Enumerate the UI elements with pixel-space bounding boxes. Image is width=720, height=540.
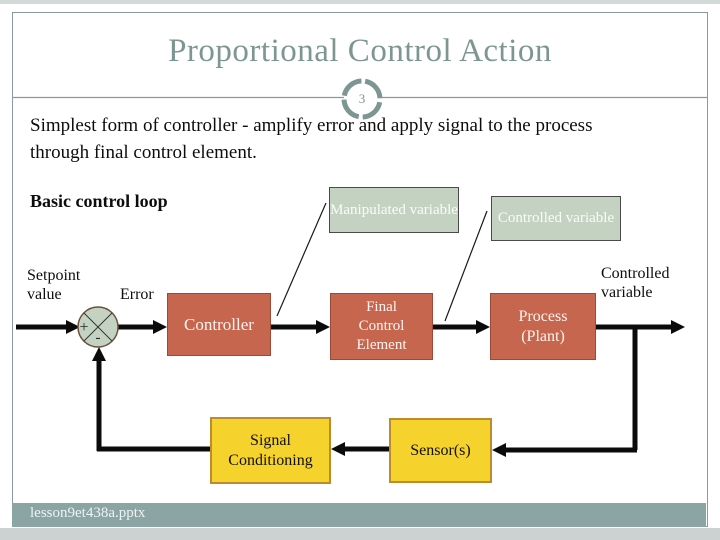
slide-title: Proportional Control Action [168,33,552,69]
block-signal-conditioning: Signal Conditioning [210,417,331,484]
block-controller: Controller [167,293,271,356]
signal-path [16,320,685,457]
label-error: Error [120,286,154,303]
callout-line-manipulated [276,202,327,317]
footer-filename: lesson9et438a.pptx [30,505,146,521]
body-text: Simplest form of controller - amplify er… [30,115,593,163]
top-edge-strip [0,0,720,4]
sum-minus-sign: - [95,330,101,346]
callout-line-controlled [444,210,488,322]
summing-junction [77,306,119,348]
sum-plus-sign: + [79,319,89,336]
page-number: 3 [358,91,366,106]
page-number-ring [341,78,383,120]
block-final-control-element: Final Control Element [330,293,433,360]
footer-bar [12,503,706,527]
label-controlled-variable-output: Controlled variable [601,265,670,301]
block-sensors: Sensor(s) [389,418,492,483]
label-setpoint-value: Setpoint value [27,267,81,303]
section-label: Basic control loop [30,191,168,211]
block-process-plant: Process (Plant) [490,293,596,360]
callout-manipulated-variable: Manipulated variable [329,187,459,233]
bottom-edge-strip [0,528,720,540]
callout-controlled-variable: Controlled variable [491,196,621,241]
